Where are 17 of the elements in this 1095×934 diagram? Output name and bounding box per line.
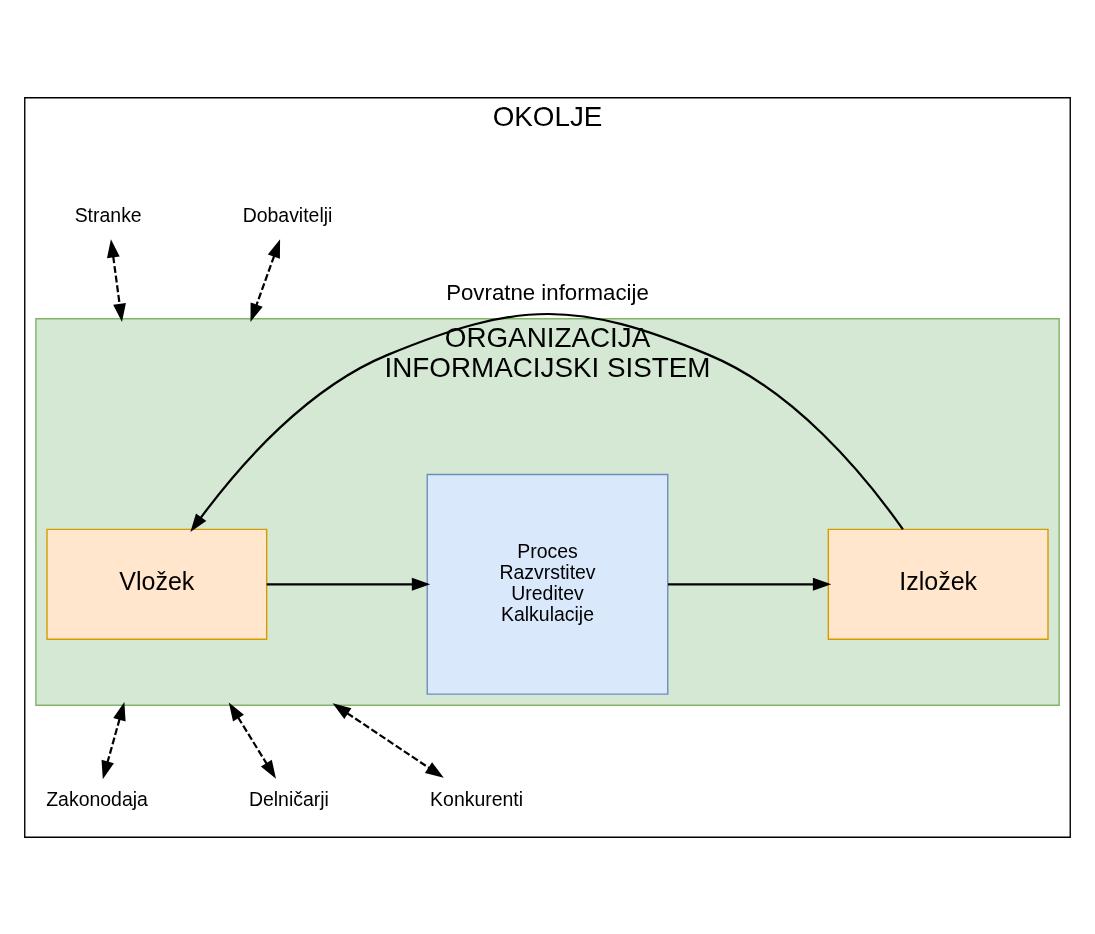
node-text: Delničarji [248,787,329,810]
arrow [190,312,904,532]
arrow [106,238,126,322]
node-box: Proces Razvrstitev Ureditev Kalkulacije [426,473,669,695]
node-text: Zakonodaja [46,787,148,810]
arrow [266,577,431,591]
node-box: Vložek [46,528,268,640]
node-box: Izložek [827,528,1049,640]
node-text: Stranke [74,203,142,226]
arrow [101,701,126,779]
arrow [668,577,832,591]
node-text: Dobavitelji [242,203,333,226]
arrow [332,702,444,778]
arrow [228,701,276,779]
node-text: Konkurenti [430,787,524,810]
arrow [250,238,281,322]
edge-label: Povratne informacije [446,279,649,305]
